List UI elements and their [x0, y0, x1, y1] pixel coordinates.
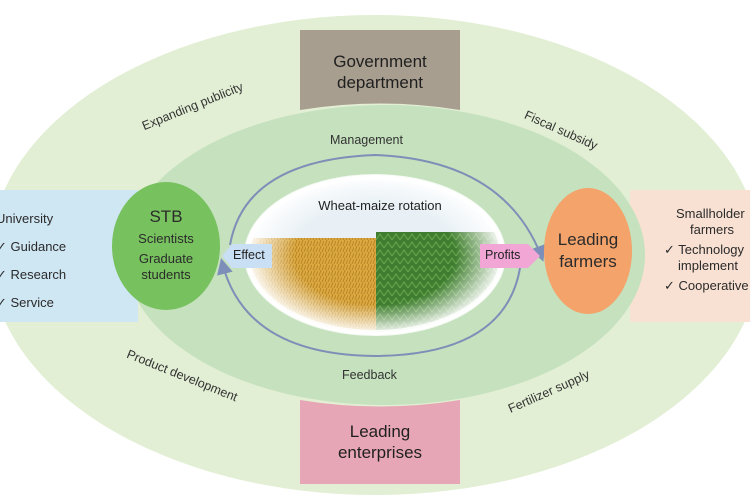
- management-label: Management: [330, 133, 403, 147]
- left-item-service: ✓ Service: [0, 295, 54, 310]
- feedback-label: Feedback: [342, 368, 397, 382]
- right-item-smallholder: Smallholder: [676, 206, 745, 221]
- left-item-research: ✓ Research: [0, 267, 67, 282]
- leading-farmers-label: Leading farmers: [557, 230, 619, 271]
- right-panel-bg: [630, 190, 750, 322]
- right-item-implement: implement: [678, 258, 738, 273]
- stb-title: STB: [149, 207, 183, 226]
- wheat-maize-rotation-title: Wheat-maize rotation: [318, 198, 442, 213]
- feedback-arrow: [217, 258, 521, 358]
- stb-circle: [112, 182, 220, 310]
- left-item-university: University: [0, 211, 54, 226]
- management-arrow: [229, 153, 546, 262]
- farmers-circle: [544, 188, 632, 314]
- stb-line-2: Graduate students: [138, 251, 194, 282]
- leading-farmers-node: Leading farmers: [548, 196, 628, 306]
- leading-enterprises-box: Leading enterprises: [300, 400, 460, 484]
- left-item-guidance: ✓ Guidance: [0, 239, 67, 254]
- right-panel-list: Smallholder farmers ✓ Technology impleme…: [664, 206, 750, 294]
- leading-enterprises-label: Leading enterprises: [337, 422, 423, 462]
- stb-node: STB Scientists Graduate students: [118, 191, 214, 301]
- right-item-cooperative: ✓ Cooperative: [664, 278, 749, 293]
- right-item-farmers: farmers: [690, 222, 735, 237]
- effect-label: Effect: [233, 248, 265, 262]
- government-department-box: Government department: [300, 30, 460, 114]
- bottom-box-shape: [300, 400, 460, 484]
- profits-label: Profits: [485, 248, 521, 262]
- profits-tag-shape: [480, 244, 540, 268]
- stb-line-1: Scientists: [138, 231, 194, 246]
- left-panel-list: University ✓ Guidance ✓ Research ✓ Servi…: [0, 205, 110, 317]
- right-item-technology: ✓ Technology: [664, 242, 745, 257]
- government-department-label: Government department: [333, 52, 427, 92]
- top-box-shape: [300, 30, 460, 110]
- effect-tag-shape: [222, 244, 272, 268]
